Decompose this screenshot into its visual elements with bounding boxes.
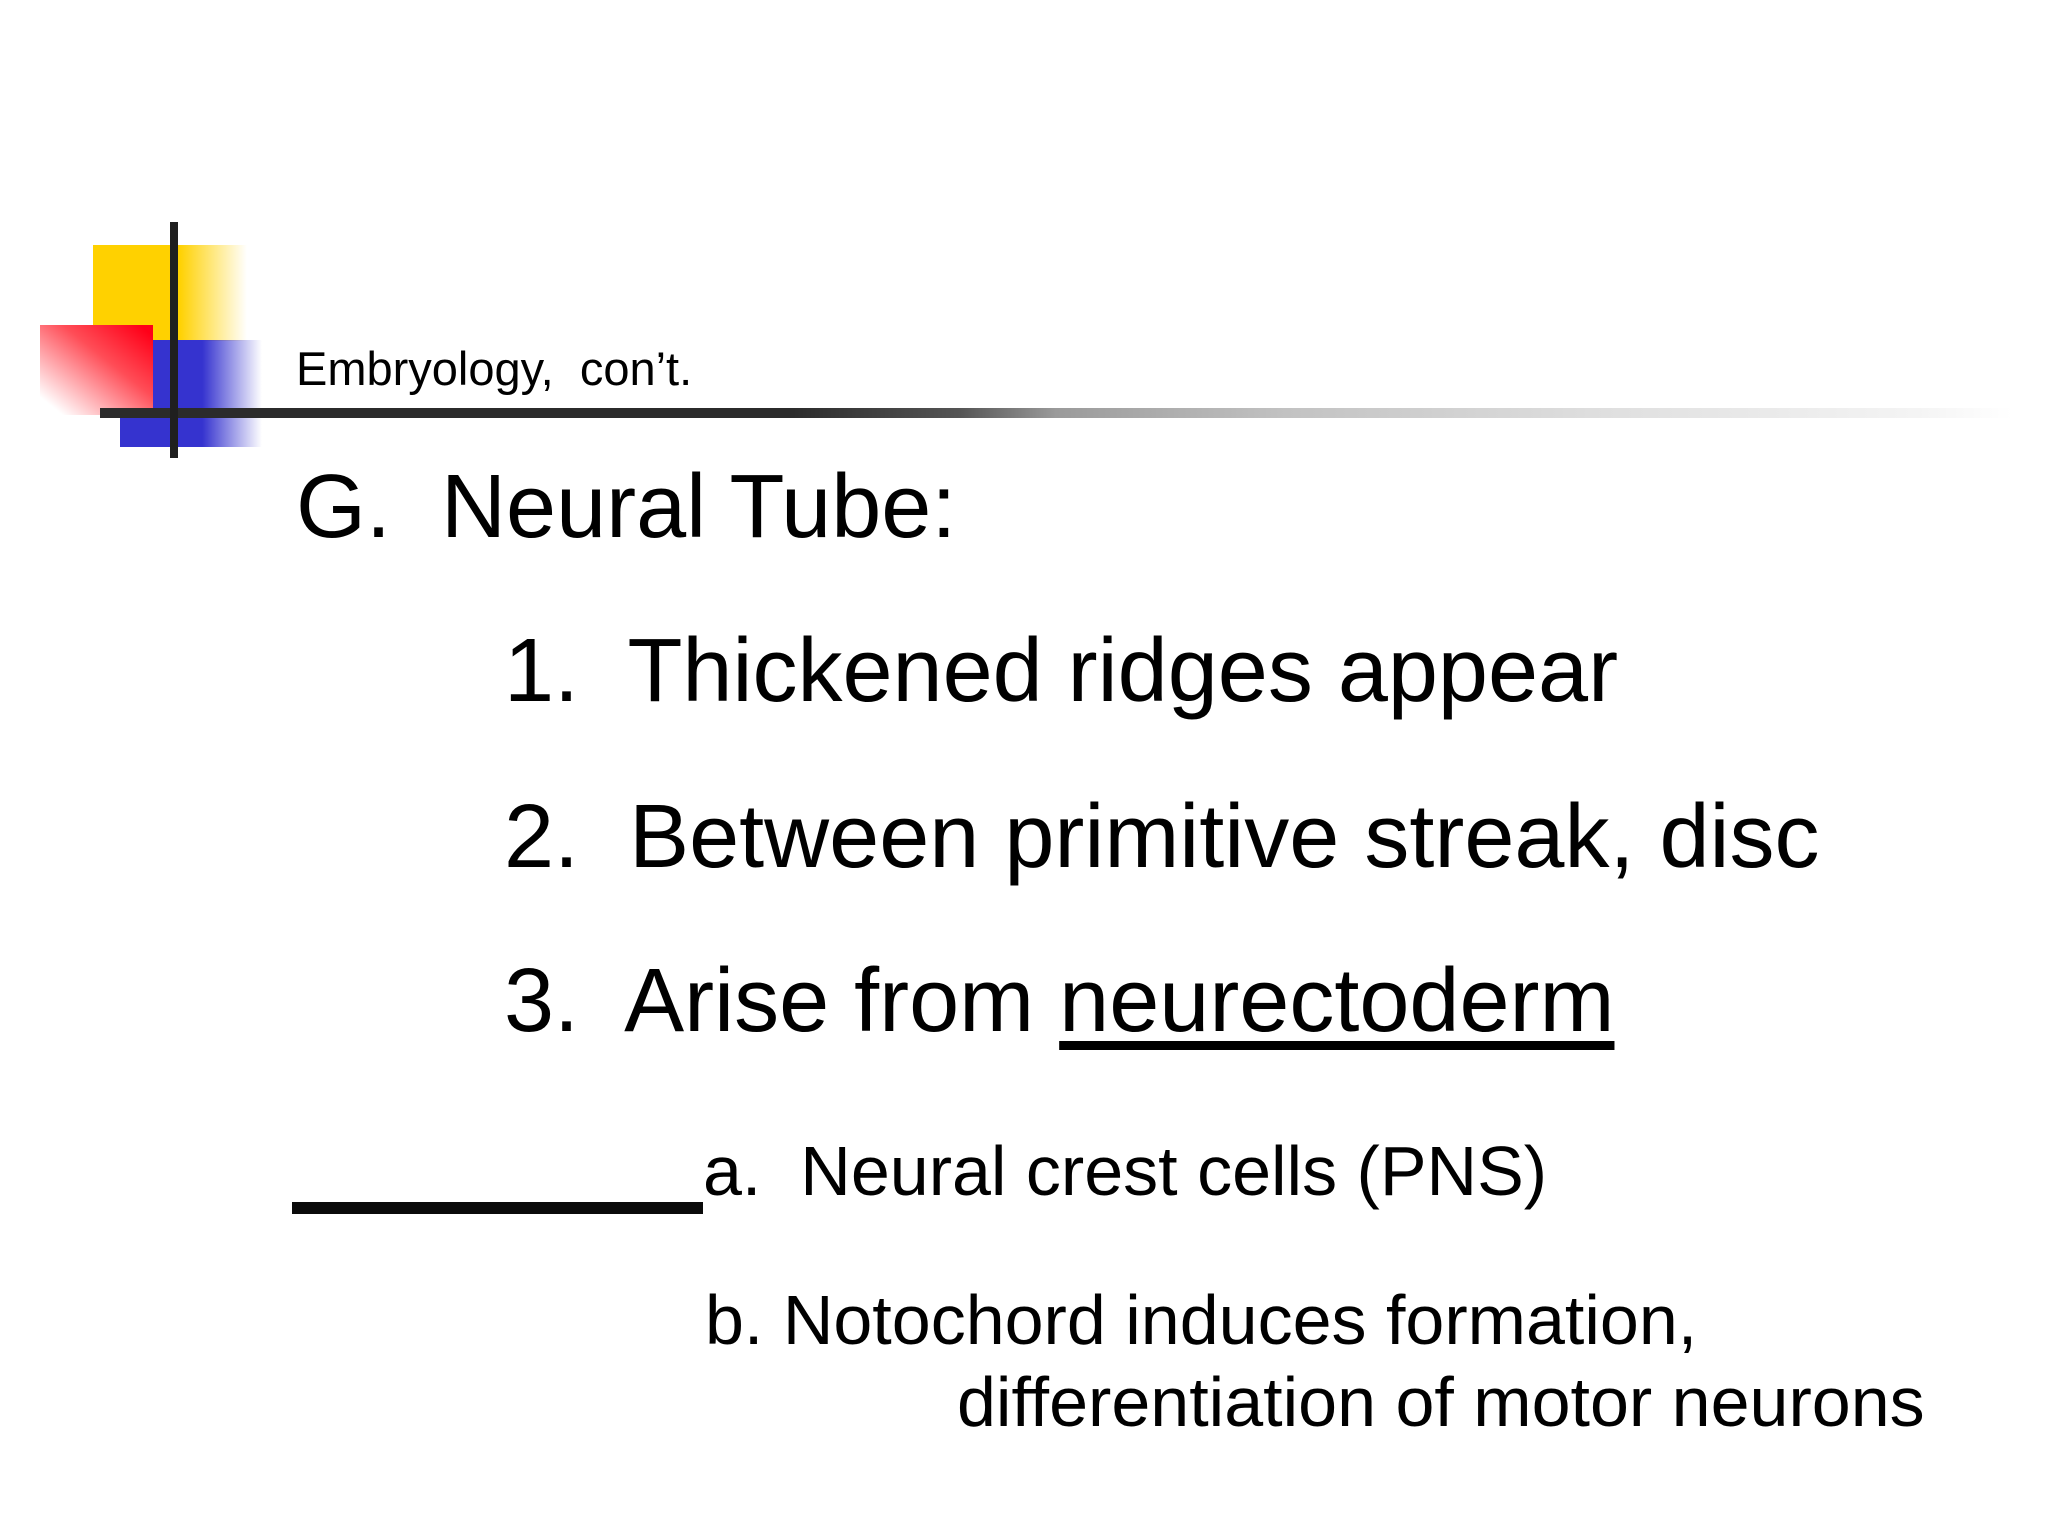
title-divider-rule [100, 408, 2012, 418]
outline-subitem-b-line1: b. Notochord induces formation, [705, 1281, 1698, 1359]
outline-item-2: 2. Between primitive streak, disc [504, 787, 1820, 887]
outline-subitem-a: a. Neural crest cells (PNS) [703, 1132, 1548, 1210]
decor-red-square [40, 325, 153, 415]
outline-item-3-prefix: 3. Arise from [504, 951, 1060, 1051]
decor-vertical-line [170, 222, 178, 458]
outline-subitem-b-line2: differentiation of motor neurons [957, 1363, 1925, 1441]
outline-item-1: 1. Thickened ridges appear [504, 621, 1619, 721]
fill-in-blank-line [292, 1202, 703, 1214]
outline-item-3-underlined-term: neurectoderm [1059, 951, 1615, 1051]
outline-heading-g-neural-tube: G. Neural Tube: [296, 457, 957, 557]
slide-title: Embryology, con’t. [296, 342, 693, 395]
outline-item-3: 3. Arise from neurectoderm [504, 956, 1614, 1046]
